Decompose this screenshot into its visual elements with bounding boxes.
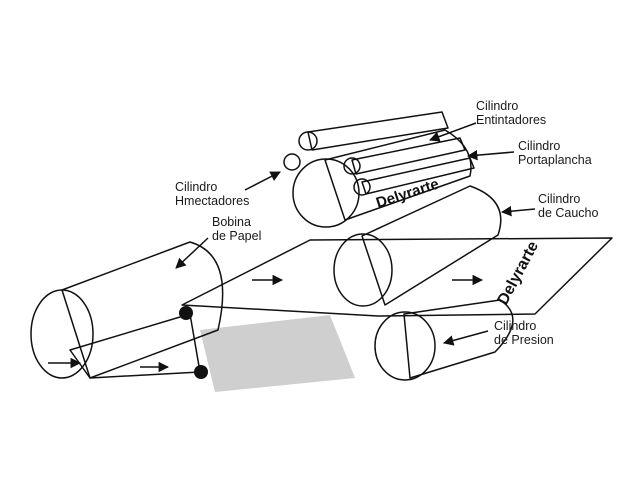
top-rollers (283, 111, 475, 196)
paper-strip-lower (69, 313, 201, 379)
paper-sheet (181, 237, 613, 317)
impression-cylinder (374, 299, 514, 381)
guide-roller-bottom (194, 365, 208, 379)
label-cilindro-humectadores: Cilindro Hmectadores (175, 180, 249, 208)
blanket-cylinder (333, 185, 502, 307)
flow-arrows (48, 274, 484, 373)
paper-shadow (200, 315, 355, 392)
guide-roller-top (179, 306, 193, 320)
brand-plate-cylinder: Delyrarte (374, 176, 441, 212)
brand-paper-sheet: Delyrarte (495, 239, 543, 308)
label-cilindro-de-presion: Cilindro de Presion (494, 319, 554, 347)
label-cilindro-portaplancha: Cilindro Portaplancha (518, 139, 592, 167)
label-bobina-de-papel: Bobina de Papel (212, 215, 261, 243)
paper-roll (30, 241, 224, 379)
label-cilindro-entintadores: Cilindro Entintadores (476, 99, 546, 127)
label-leaders (175, 122, 536, 346)
label-cilindro-de-caucho: Cilindro de Caucho (538, 192, 599, 220)
plate-cylinder (292, 129, 472, 228)
